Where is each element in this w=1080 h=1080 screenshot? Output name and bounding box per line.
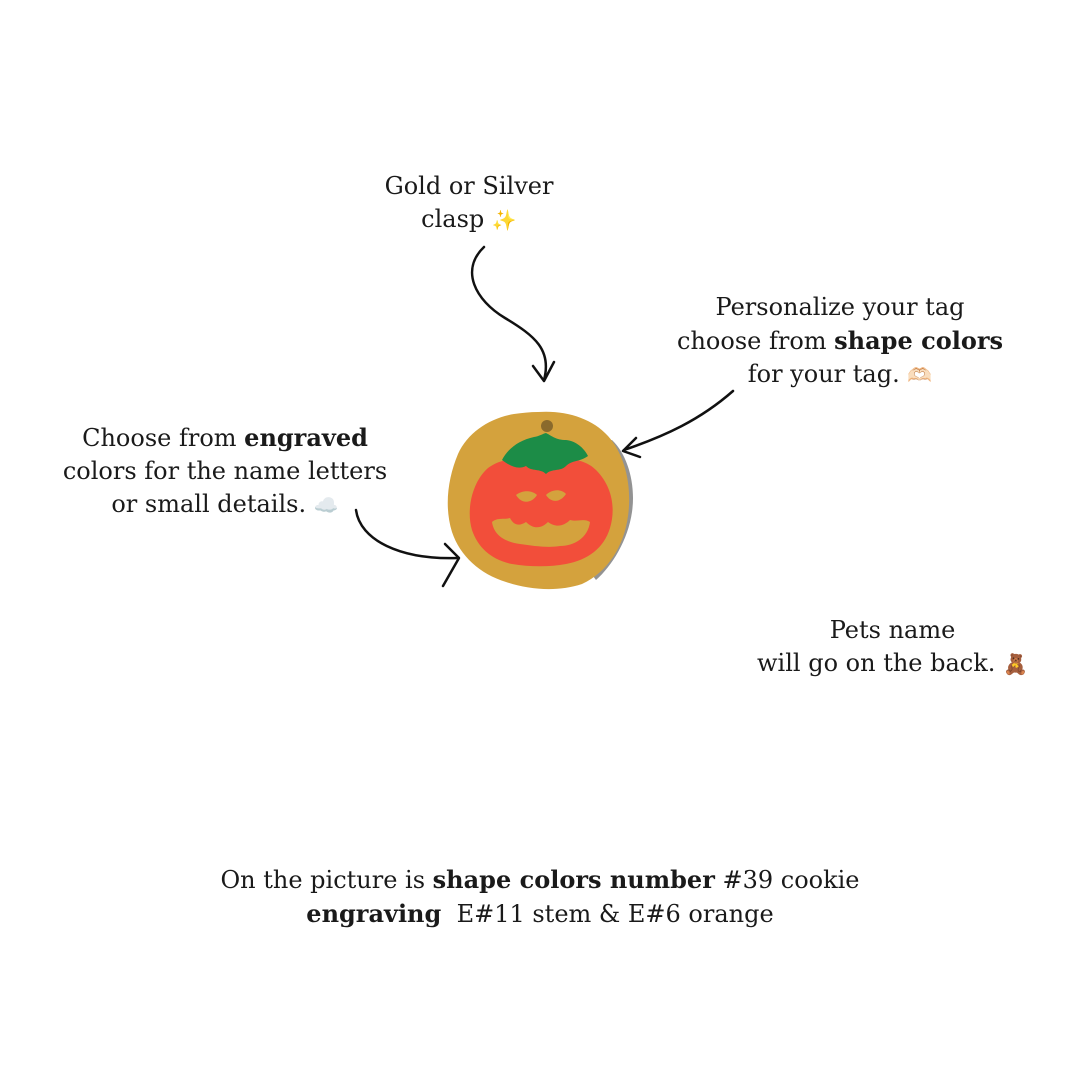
clasp-note: Gold or Silver clasp ✨ bbox=[369, 170, 569, 237]
back-note-line1: Pets name bbox=[829, 616, 956, 644]
pumpkin-right-eye bbox=[546, 490, 566, 501]
back-note-line2: will go on the back. bbox=[757, 649, 996, 677]
teddy-bear-icon: 🧸 bbox=[1003, 652, 1028, 676]
picture-description: On the picture is shape colors number #3… bbox=[190, 863, 890, 931]
shape-colors-number-bold: shape colors number bbox=[432, 865, 715, 894]
pumpkin-stem bbox=[502, 433, 588, 474]
engrave-note-line3: or small details. bbox=[111, 490, 307, 518]
footer-line1-suffix: #39 cookie bbox=[714, 866, 860, 894]
pets-name-note: Pets name will go on the back. 🧸 bbox=[745, 614, 1040, 681]
shape-colors-bold: shape colors bbox=[834, 326, 1003, 355]
shape-note-line2-prefix: choose from bbox=[677, 327, 835, 355]
clasp-hole bbox=[541, 420, 553, 432]
engraving-bold: engraving bbox=[306, 899, 442, 928]
shape-note-line3: for your tag. bbox=[747, 360, 900, 388]
shape-note-line1: Personalize your tag bbox=[715, 293, 965, 321]
engraved-bold: engraved bbox=[244, 423, 368, 452]
cloud-icon: ☁️ bbox=[313, 493, 339, 517]
clasp-arrow-icon bbox=[470, 245, 556, 383]
pumpkin-left-eye bbox=[516, 491, 537, 502]
clasp-note-line2: clasp bbox=[421, 205, 485, 233]
heart-hands-icon: 🫶🏻 bbox=[907, 363, 933, 387]
pumpkin-body bbox=[469, 459, 613, 567]
pumpkin-mouth bbox=[492, 518, 590, 547]
engraved-colors-note: Choose from engraved colors for the name… bbox=[55, 421, 395, 522]
shape-colors-arrow-icon bbox=[621, 389, 735, 459]
clasp-note-line1: Gold or Silver bbox=[384, 172, 554, 200]
shape-colors-note: Personalize your tag choose from shape c… bbox=[670, 291, 1010, 392]
pumpkin-pet-tag bbox=[447, 411, 634, 590]
footer-line1-prefix: On the picture is bbox=[220, 866, 433, 894]
engrave-note-line2: colors for the name letters bbox=[62, 457, 388, 485]
sparkles-icon: ✨ bbox=[491, 208, 517, 232]
footer-line2-suffix: E#11 stem & E#6 orange bbox=[456, 900, 774, 928]
engraved-arrow-icon bbox=[354, 508, 461, 588]
engrave-note-line1-prefix: Choose from bbox=[82, 424, 245, 452]
